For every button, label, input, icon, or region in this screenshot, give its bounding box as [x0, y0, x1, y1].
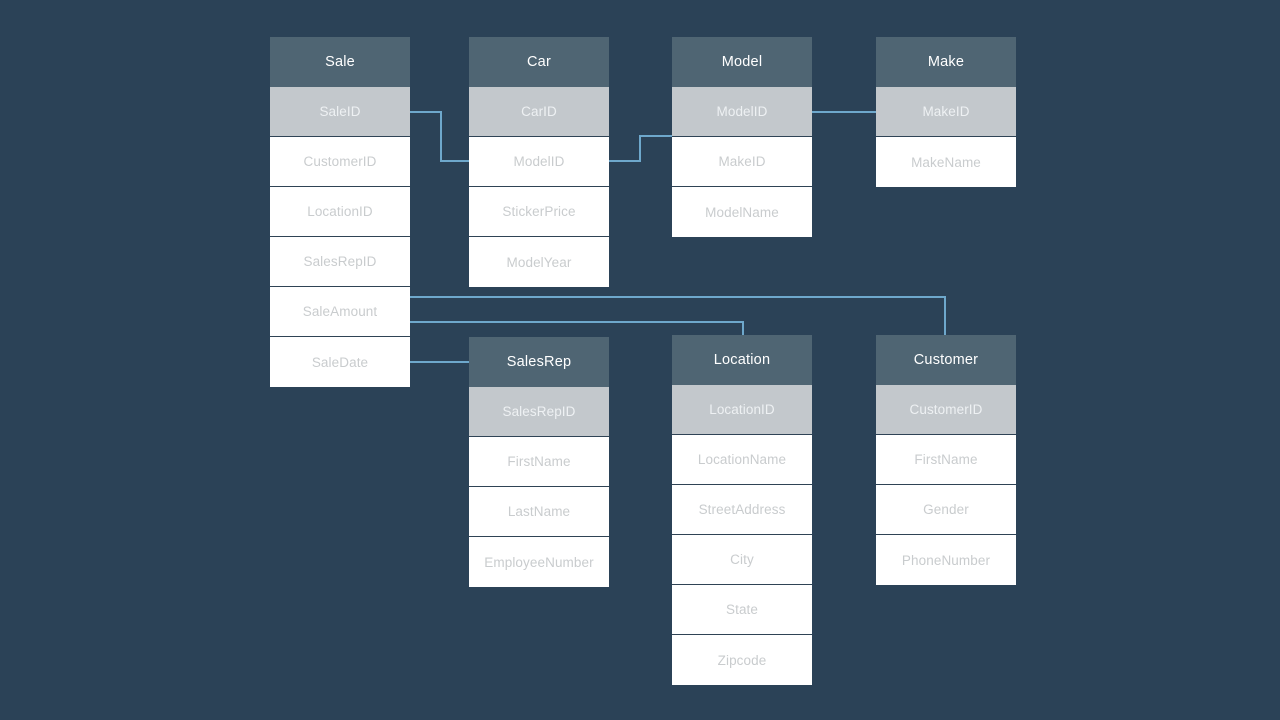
relationship-car-model	[608, 135, 673, 162]
field-row-customer-1[interactable]: FirstName	[876, 435, 1016, 485]
primary-key-row-car-0[interactable]: CarID	[469, 87, 609, 137]
field-row-make-1[interactable]: MakeName	[876, 137, 1016, 187]
entity-title-customer: Customer	[876, 335, 1016, 385]
entity-title-car: Car	[469, 37, 609, 87]
primary-key-row-location-0[interactable]: LocationID	[672, 385, 812, 435]
field-row-sale-5[interactable]: SaleDate	[270, 337, 410, 387]
field-row-salesrep-1[interactable]: FirstName	[469, 437, 609, 487]
primary-key-row-make-0[interactable]: MakeID	[876, 87, 1016, 137]
field-row-customer-2[interactable]: Gender	[876, 485, 1016, 535]
field-row-location-5[interactable]: Zipcode	[672, 635, 812, 685]
field-row-model-1[interactable]: MakeID	[672, 137, 812, 187]
field-row-sale-1[interactable]: CustomerID	[270, 137, 410, 187]
field-row-car-2[interactable]: StickerPrice	[469, 187, 609, 237]
field-row-location-2[interactable]: StreetAddress	[672, 485, 812, 535]
field-row-location-1[interactable]: LocationName	[672, 435, 812, 485]
field-row-location-4[interactable]: State	[672, 585, 812, 635]
primary-key-row-salesrep-0[interactable]: SalesRepID	[469, 387, 609, 437]
field-row-location-3[interactable]: City	[672, 535, 812, 585]
relationship-sale-car	[409, 111, 470, 162]
relationship-sale-location	[409, 321, 744, 336]
entity-title-salesrep: SalesRep	[469, 337, 609, 387]
field-row-model-2[interactable]: ModelName	[672, 187, 812, 237]
entity-title-model: Model	[672, 37, 812, 87]
entity-title-location: Location	[672, 335, 812, 385]
primary-key-row-model-0[interactable]: ModelID	[672, 87, 812, 137]
entity-title-sale: Sale	[270, 37, 410, 87]
field-row-salesrep-2[interactable]: LastName	[469, 487, 609, 537]
field-row-sale-3[interactable]: SalesRepID	[270, 237, 410, 287]
relationship-sale-customer	[409, 296, 946, 336]
field-row-sale-2[interactable]: LocationID	[270, 187, 410, 237]
primary-key-row-customer-0[interactable]: CustomerID	[876, 385, 1016, 435]
field-row-customer-3[interactable]: PhoneNumber	[876, 535, 1016, 585]
entity-title-make: Make	[876, 37, 1016, 87]
field-row-salesrep-3[interactable]: EmployeeNumber	[469, 537, 609, 587]
field-row-sale-4[interactable]: SaleAmount	[270, 287, 410, 337]
primary-key-row-sale-0[interactable]: SaleID	[270, 87, 410, 137]
field-row-car-1[interactable]: ModelID	[469, 137, 609, 187]
field-row-car-3[interactable]: ModelYear	[469, 237, 609, 287]
